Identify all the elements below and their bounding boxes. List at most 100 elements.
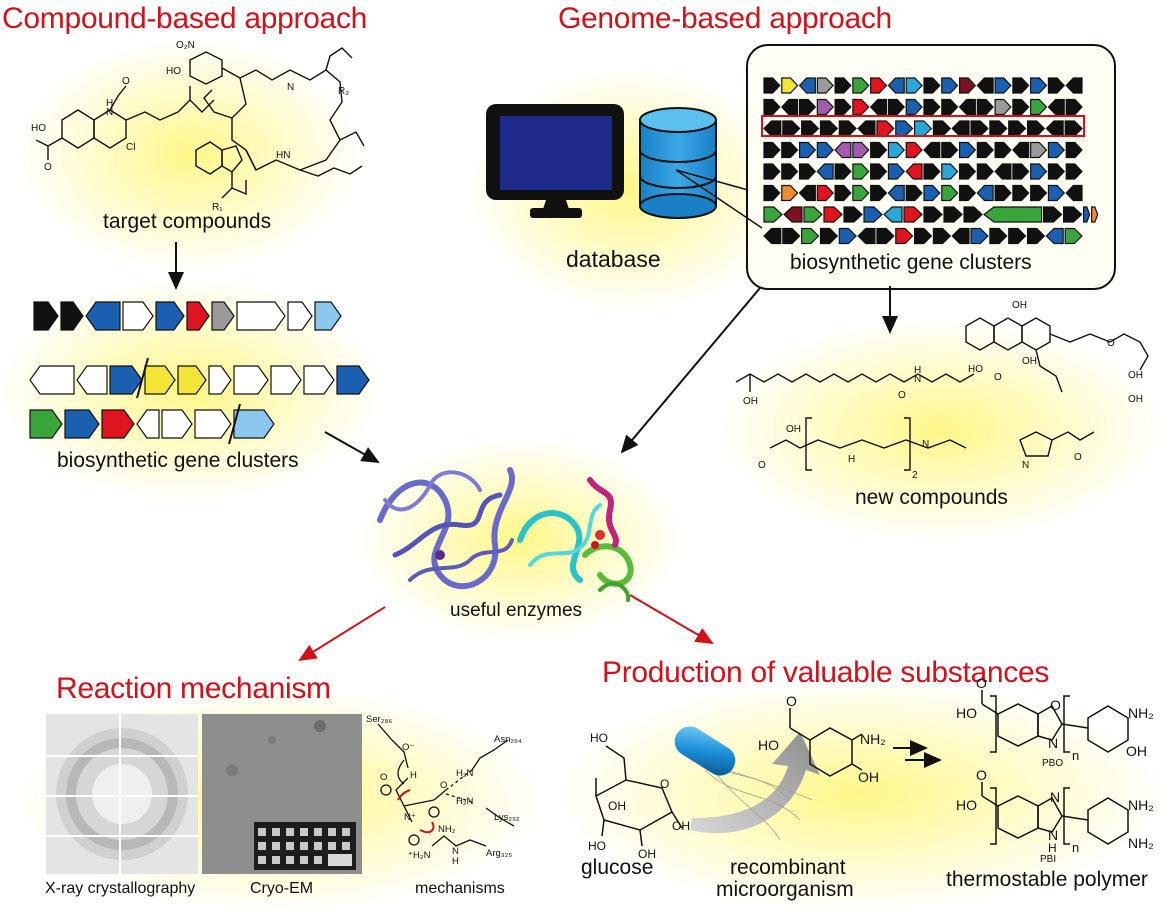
gene-arrow-database — [852, 163, 870, 180]
gene-arrow-database — [1047, 77, 1066, 94]
prenyl-chain — [125, 99, 215, 121]
arrow-database-to-enzymes — [620, 287, 761, 454]
label-o-methoxy: O — [122, 76, 130, 87]
gene-arrow-database — [976, 77, 994, 94]
gene-arrow-database — [763, 206, 783, 223]
label-o-mech2: O — [440, 780, 447, 791]
gene-arrow-database — [1030, 141, 1048, 159]
amide-chain — [903, 373, 975, 383]
gene-arrow-database — [1047, 184, 1066, 202]
gene-arrow-database — [976, 141, 994, 159]
label-n-sub-2: n — [1072, 840, 1079, 855]
aminohydroxybenzoic-acid-structure — [789, 708, 863, 777]
gene-arrow-database — [781, 163, 799, 180]
label-o-prod: O — [786, 693, 797, 709]
gene-arrow-database — [857, 227, 876, 245]
gene-arrow-left — [155, 301, 185, 331]
arg-sidechain — [431, 835, 487, 847]
gene-arrow-database — [834, 98, 852, 116]
gene-arrow-database — [941, 184, 959, 202]
label-o-minus: O⁻ — [402, 742, 414, 753]
arrow-enzymes-to-reaction — [298, 606, 386, 662]
label-h2n-a: H₂N — [456, 768, 474, 779]
gene-arrow-database — [905, 184, 923, 202]
gene-arrow-database — [963, 206, 983, 223]
indole-pyrrole — [221, 145, 243, 173]
gene-arrow-database — [1026, 227, 1046, 245]
gene-arrow-database — [913, 227, 933, 245]
tert-alkyl — [231, 172, 247, 196]
label-h-pbi: H — [1048, 841, 1057, 855]
label-n-pbi: N — [1050, 789, 1060, 805]
label-r1: R₁ — [212, 202, 223, 213]
caption-bgc-right: biosynthetic gene clusters — [790, 251, 1032, 274]
bracket-right — [904, 417, 911, 471]
gene-arrow-database — [876, 120, 895, 137]
nitro-bond — [403, 805, 413, 823]
gene-arrow-left — [314, 301, 342, 331]
gene-arrow-database — [1065, 184, 1083, 202]
gene-arrow-left — [109, 365, 143, 395]
caption-mechanisms: mechanisms — [415, 880, 505, 897]
label-oh-n2: OH — [1012, 300, 1027, 311]
gene-arrow-database — [958, 98, 976, 116]
gene-arrow-database — [970, 227, 989, 245]
label-n-n2: N — [922, 439, 929, 450]
gene-arrow-database — [1043, 206, 1063, 223]
label-n-methyl: N — [287, 82, 294, 93]
lys-sidechain — [485, 807, 515, 827]
gene-arrow-database — [876, 227, 895, 245]
prenyl-new — [1035, 349, 1063, 393]
gene-arrow-left — [233, 409, 275, 439]
xray-diffraction-image — [46, 714, 198, 874]
gene-arrow-database — [816, 77, 834, 94]
gene-arrow-left — [236, 301, 286, 331]
gene-arrow-left — [33, 301, 59, 331]
database-gene-clusters — [763, 77, 1099, 245]
gene-arrow-left — [85, 301, 121, 331]
label-o-pbo: O — [976, 675, 987, 691]
gene-arrow-left — [76, 365, 108, 395]
label-arg: Arg₃₂₅ — [486, 848, 512, 859]
gene-arrow-database — [1012, 163, 1030, 180]
gene-arrow-database — [887, 184, 905, 202]
label-oh-n6: OH — [786, 424, 801, 435]
gene-arrow-database — [816, 163, 834, 180]
new-compound-labels: OH OH OH OH OH O O H N HO O O OH 2 N N H… — [743, 300, 1143, 481]
gene-arrow-database — [941, 141, 959, 159]
gene-arrow-left — [303, 365, 335, 395]
gene-arrow-database — [782, 120, 801, 137]
gene-arrow-database — [1030, 98, 1048, 116]
label-o-acid: O — [44, 162, 52, 173]
glucose-oh-1 — [601, 819, 605, 837]
gene-arrow-database — [869, 98, 888, 116]
gene-arrow-database — [863, 206, 883, 223]
gene-arrow-database — [816, 141, 834, 159]
ser-sidechain — [377, 723, 409, 769]
gene-arrow-database — [989, 227, 1008, 245]
label-nh2-pbi-1: NH₂ — [1128, 797, 1154, 813]
label-n-sub: n — [1072, 748, 1079, 763]
label-asn: Asn₂₉₄ — [494, 734, 522, 745]
gene-arrow-database — [943, 206, 963, 223]
macrocycle-backbone — [221, 67, 343, 171]
label-o2n: O₂N — [176, 40, 195, 51]
gene-arrow-left — [60, 301, 84, 331]
gene-arrow-left — [161, 409, 193, 439]
label-ho-prod: HO — [758, 737, 779, 753]
label-o-pbi: O — [976, 767, 987, 783]
target-compound-labels: O₂N HO R₂ R₁ N HN O H N Cl HO O — [31, 40, 349, 213]
gene-arrow-database — [994, 184, 1012, 202]
glucose-structure — [595, 745, 683, 847]
gene-arrow-database — [834, 77, 852, 94]
gene-arrow-database — [1026, 120, 1046, 137]
big-curved-arrow-icon — [690, 732, 820, 834]
gene-arrow-database — [857, 120, 876, 137]
gene-arrow-database — [932, 120, 952, 137]
label-ho-acid: HO — [31, 123, 46, 134]
ester-chain — [1049, 333, 1149, 371]
label-h-amine: H — [106, 98, 113, 109]
gene-arrow-database — [798, 77, 816, 94]
gene-arrow-database — [994, 98, 1012, 116]
pbi-labels: HO O N N H n NH₂ NH₂ PBI — [956, 767, 1154, 865]
